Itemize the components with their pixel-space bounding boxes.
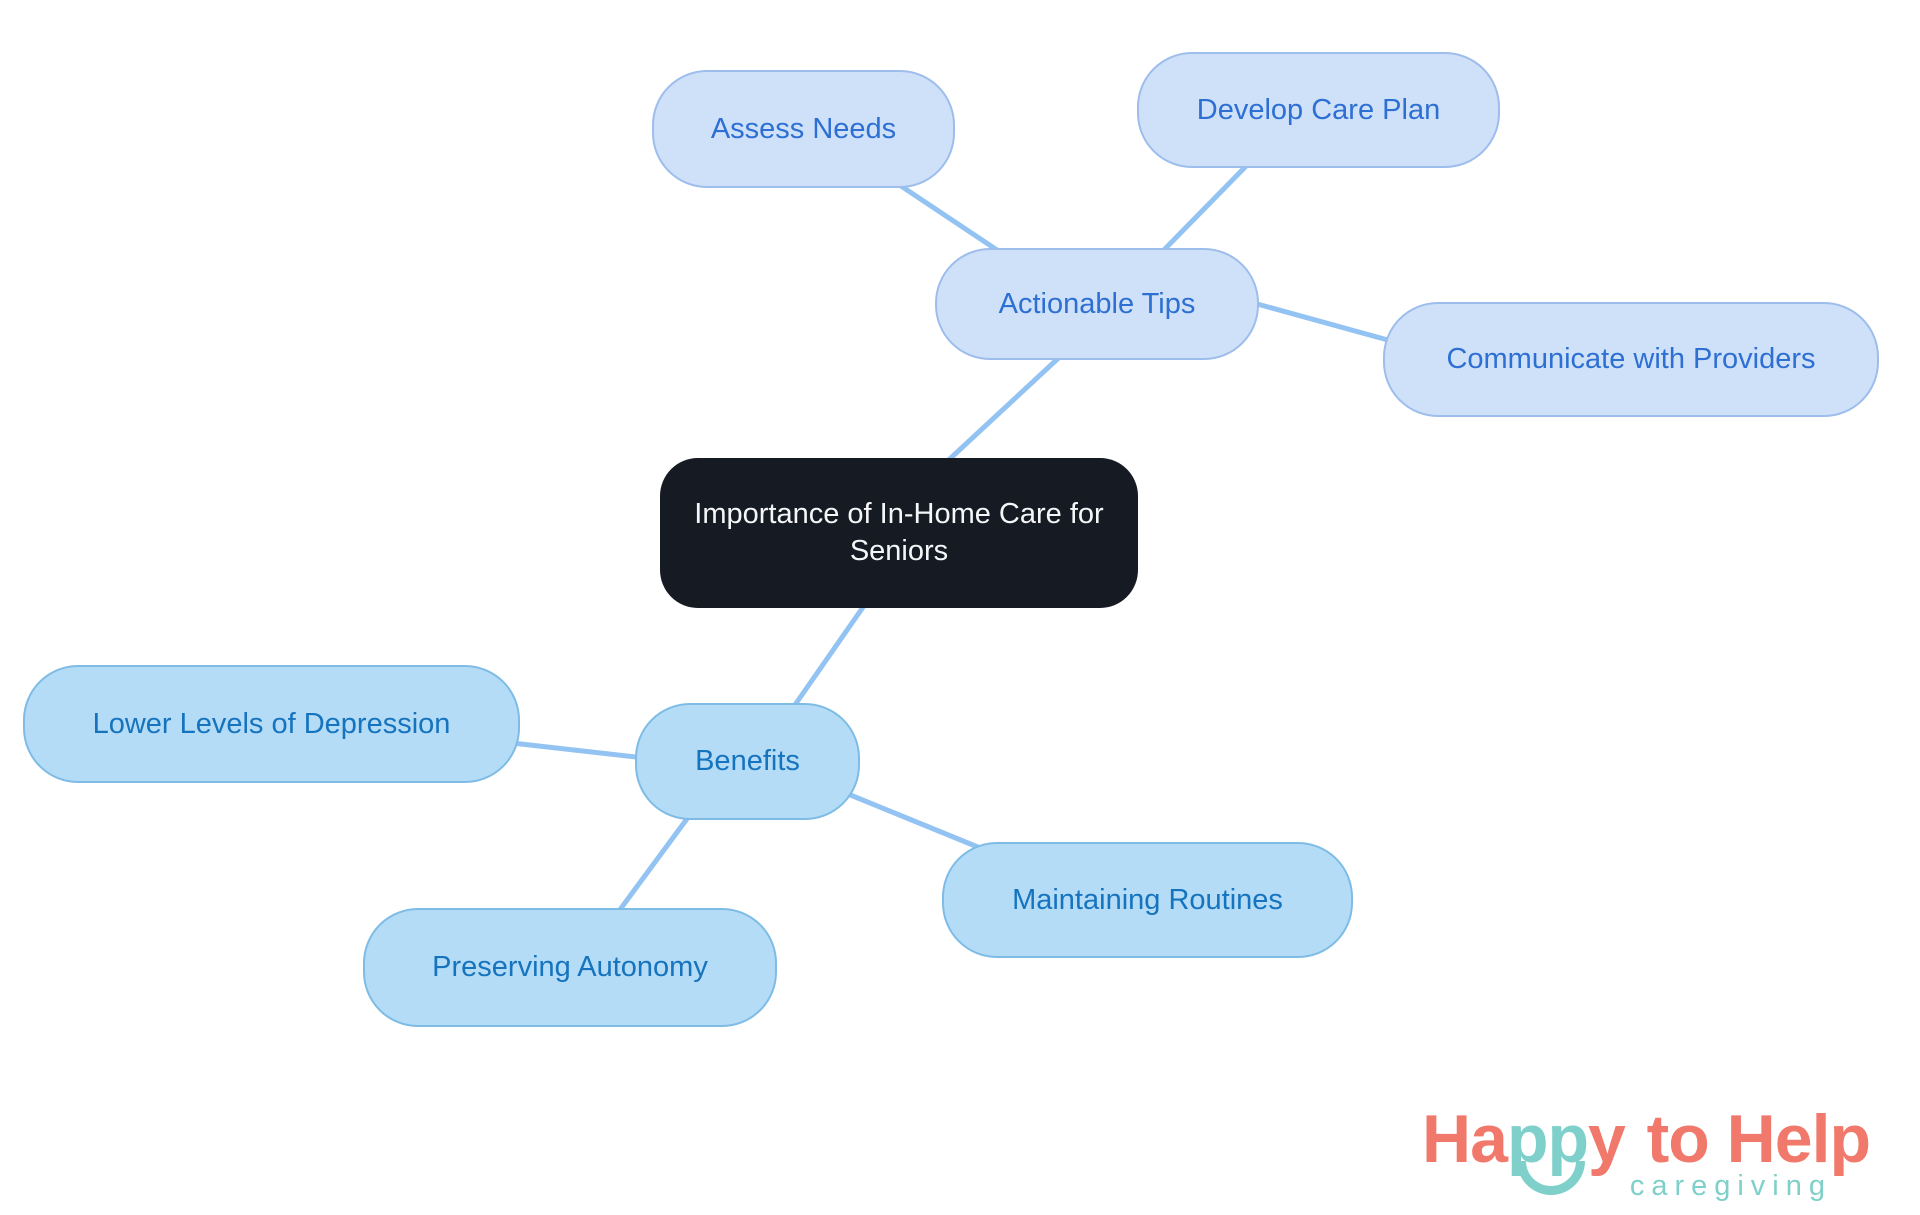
node-preserving-autonomy: Preserving Autonomy — [363, 908, 777, 1027]
node-actionable-tips: Actionable Tips — [935, 248, 1259, 360]
node-benefits: Benefits — [635, 703, 860, 820]
edge-benefits-to-maintaining-routines — [845, 791, 993, 855]
edge-develop-care-plan-to-actionable-tips — [1155, 155, 1257, 259]
logo-text-ha: Ha — [1422, 1101, 1508, 1177]
node-central-importance-of-in-home-care: Importance of In-Home Care for Seniors — [660, 458, 1138, 608]
node-assess-needs: Assess Needs — [652, 70, 955, 188]
node-label: Importance of In-Home Care for Seniors — [694, 497, 1104, 567]
logo-text-to-help: to Help — [1646, 1101, 1871, 1177]
node-label: Assess Needs — [710, 112, 897, 145]
node-lower-levels-of-depression: Lower Levels of Depression — [23, 665, 520, 783]
node-develop-care-plan: Develop Care Plan — [1137, 52, 1500, 168]
edge-central-to-benefits — [787, 597, 871, 715]
edge-benefits-to-lower-levels-of-depression — [509, 740, 648, 761]
node-label: Communicate with Providers — [1446, 343, 1816, 375]
node-label: Maintaining Routines — [1012, 883, 1283, 916]
edge-benefits-to-preserving-autonomy — [613, 809, 695, 918]
node-label: Develop Care Plan — [1196, 93, 1441, 126]
node-label: Preserving Autonomy — [432, 951, 708, 983]
logo-text-y: y — [1588, 1101, 1626, 1177]
smile-icon — [1517, 1161, 1585, 1195]
node-communicate-with-providers: Communicate with Providers — [1383, 302, 1879, 417]
edge-actionable-tips-to-communicate-with-providers — [1247, 299, 1398, 345]
logo-tagline: caregiving — [1629, 1170, 1832, 1202]
node-label: Actionable Tips — [998, 287, 1196, 320]
node-maintaining-routines: Maintaining Routines — [942, 842, 1353, 958]
node-label: Lower Levels of Depression — [92, 707, 451, 740]
edge-actionable-tips-to-central — [937, 349, 1068, 471]
node-label: Benefits — [695, 745, 800, 777]
